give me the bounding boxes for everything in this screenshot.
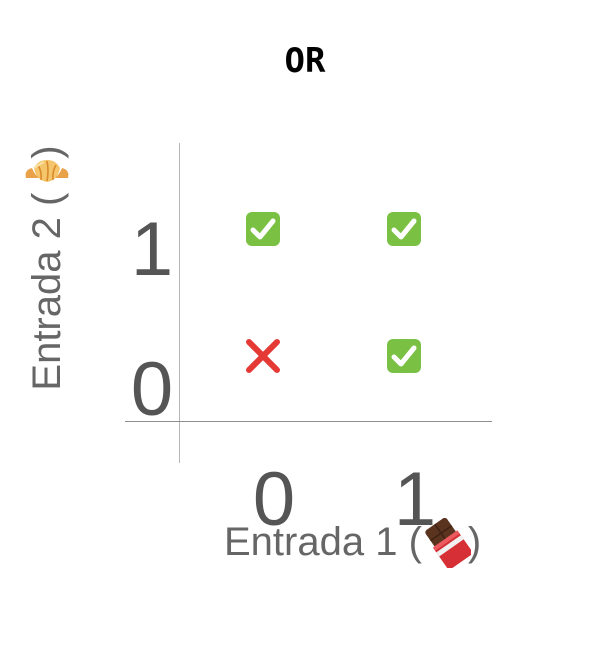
- y-tick-1: 1: [130, 207, 174, 292]
- y-axis-line: [179, 143, 180, 463]
- x-axis-line: [125, 421, 492, 422]
- x-axis-label-text: Entrada 1 (: [224, 520, 422, 564]
- check-mark-button-icon: [246, 212, 280, 246]
- y-tick-0: 0: [130, 347, 174, 432]
- cross-mark-icon: [246, 339, 280, 373]
- y-axis-label-text: Entrada 2 (: [25, 192, 69, 391]
- x-tick-0: 0: [252, 457, 296, 542]
- check-mark-button-icon: [387, 339, 421, 373]
- chocolate-bar-icon: [425, 518, 471, 568]
- x-axis-label: Entrada 1 (): [224, 522, 481, 562]
- page-title: OR: [284, 41, 326, 81]
- croissant-icon: [25, 160, 69, 182]
- x-tick-1: 1: [393, 457, 437, 542]
- check-mark-button-icon: [387, 212, 421, 246]
- x-axis-label-close: ): [467, 520, 482, 564]
